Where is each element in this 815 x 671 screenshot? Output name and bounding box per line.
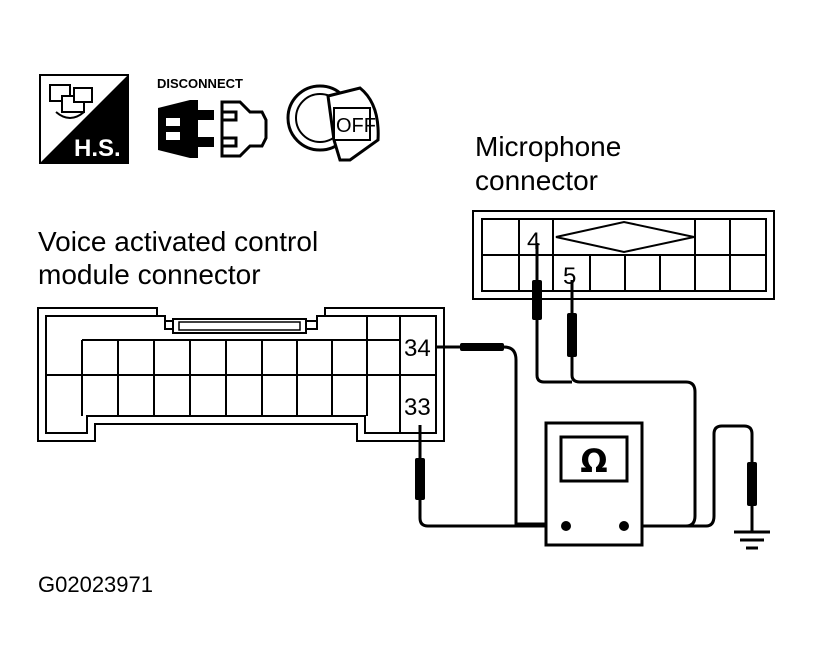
mic-pin-5: 5 [563, 263, 576, 290]
ohm-symbol: Ω [580, 442, 607, 480]
module-label-line1: Voice activated control [38, 226, 318, 257]
module-label-line2: module connector [38, 259, 261, 290]
probe-mic-5 [567, 313, 577, 357]
module-pin-33: 33 [404, 394, 431, 421]
microphone-connector: 4 5 [472, 210, 775, 300]
disconnect-label: DISCONNECT [157, 76, 243, 91]
microphone-label-line2: connector [475, 165, 598, 196]
meter-terminal-right [619, 521, 629, 531]
disconnect-icon: DISCONNECT [157, 76, 268, 158]
off-label: OFF [336, 115, 376, 137]
harness-icon: H.S. [39, 74, 129, 164]
wires [418, 243, 754, 528]
meter-terminal-left [561, 521, 571, 531]
probe-mic-4 [532, 280, 542, 320]
test-probes [415, 280, 757, 506]
figure-code: G02023971 [38, 572, 153, 597]
probe-33 [415, 458, 425, 500]
ground-symbol [734, 526, 770, 550]
microphone-label-line1: Microphone [475, 131, 621, 162]
probe-ground [747, 462, 757, 506]
ohmmeter: Ω [544, 421, 644, 547]
ignition-off-icon: OFF [286, 84, 380, 162]
module-connector: 34 33 [37, 307, 445, 442]
hs-label: H.S. [74, 135, 121, 162]
module-pin-34: 34 [404, 335, 431, 362]
probe-34 [460, 343, 504, 351]
